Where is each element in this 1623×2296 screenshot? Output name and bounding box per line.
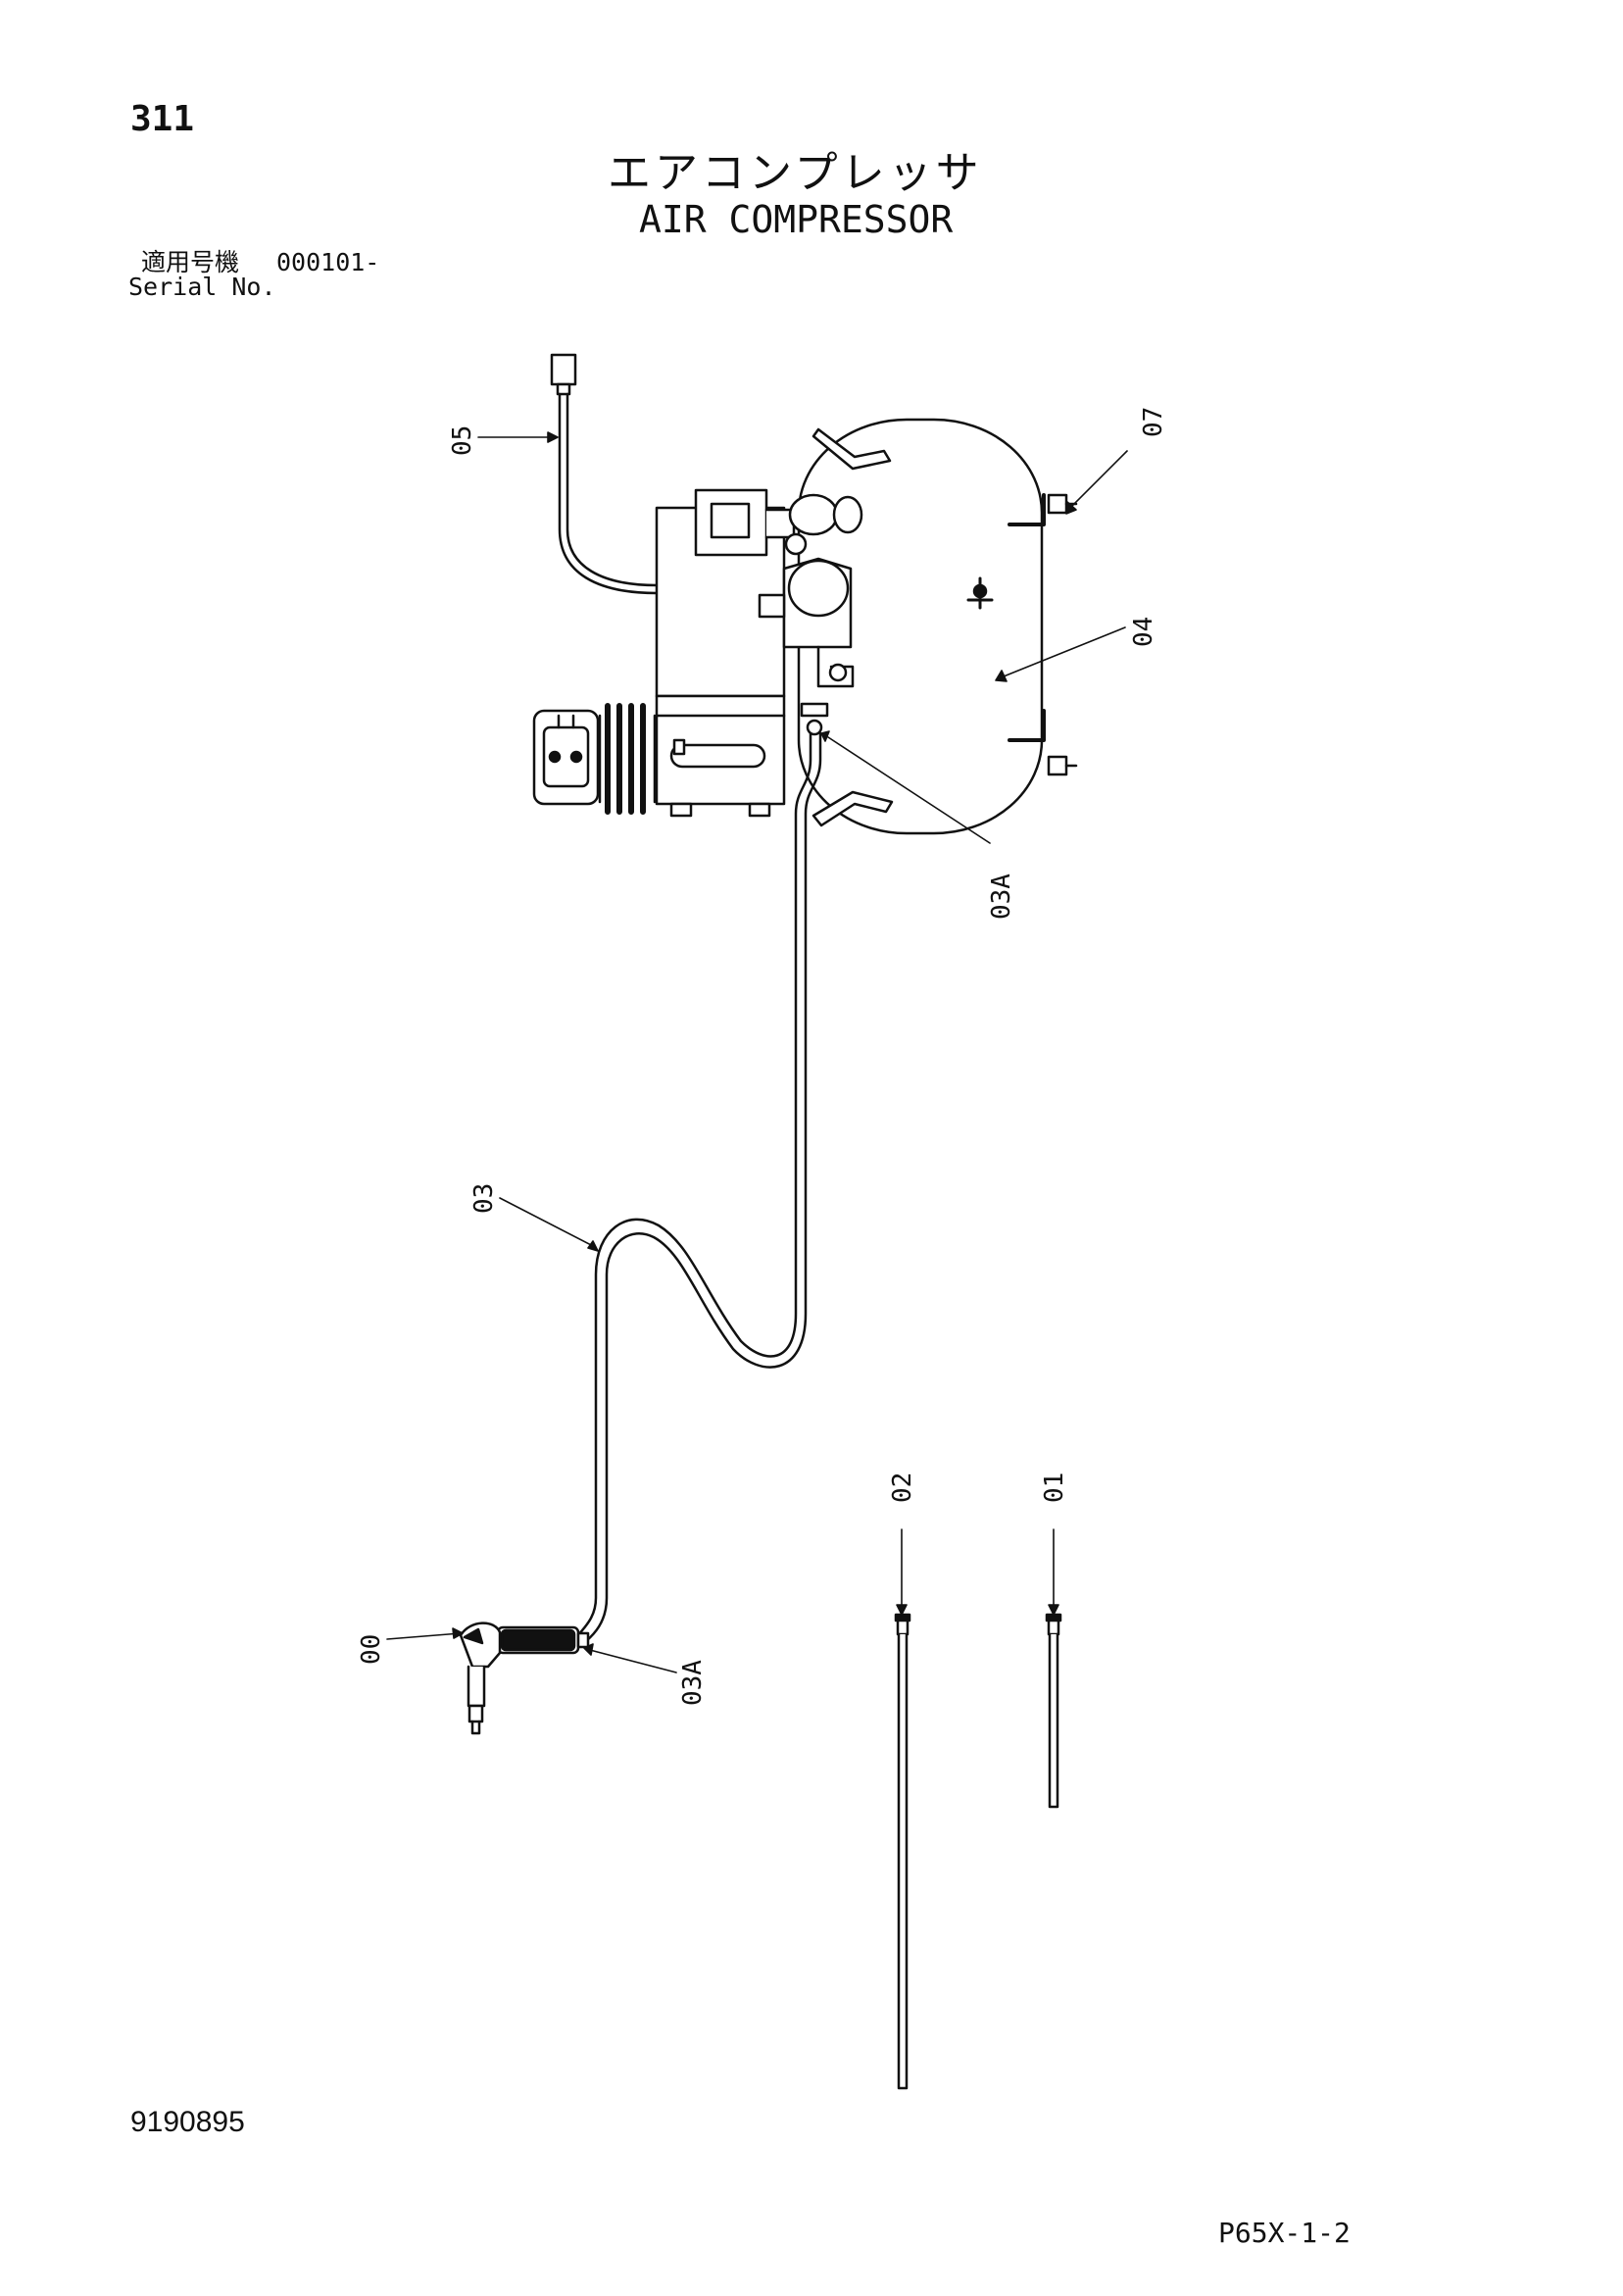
document-number: 9190895 xyxy=(130,2106,245,2138)
serial-value: 000101- xyxy=(276,248,380,276)
extension-nozzle-long xyxy=(894,1613,911,2090)
callout-03a-bottom: 03A xyxy=(678,1660,708,1706)
air-hose xyxy=(576,702,829,1643)
extension-nozzle-short xyxy=(1045,1613,1062,1809)
callout-labels: 05 07 04 03A 03 00 03A 02 01 xyxy=(357,407,1168,1706)
callout-04: 04 xyxy=(1129,617,1158,647)
power-cord xyxy=(550,353,659,595)
callout-03: 03 xyxy=(469,1183,499,1214)
callout-02: 02 xyxy=(888,1472,917,1503)
air-gun xyxy=(459,1622,590,1735)
serial-label-japanese: 適用号機 xyxy=(141,248,240,276)
callout-07: 07 xyxy=(1139,407,1168,437)
callout-01: 01 xyxy=(1040,1472,1069,1503)
serial-label-english: Serial No. xyxy=(128,273,276,301)
callout-03a-top: 03A xyxy=(987,873,1016,920)
callout-00: 00 xyxy=(357,1634,386,1665)
page-code: P65X-1-2 xyxy=(1218,2217,1351,2249)
compressor-motor xyxy=(532,488,863,818)
page-title-english: AIR COMPRESSOR xyxy=(639,198,954,241)
page-title-japanese: エアコンプレッサ xyxy=(608,148,983,198)
page-number: 311 xyxy=(130,99,195,139)
leader-lines xyxy=(386,431,1128,1673)
callout-05: 05 xyxy=(448,425,477,456)
